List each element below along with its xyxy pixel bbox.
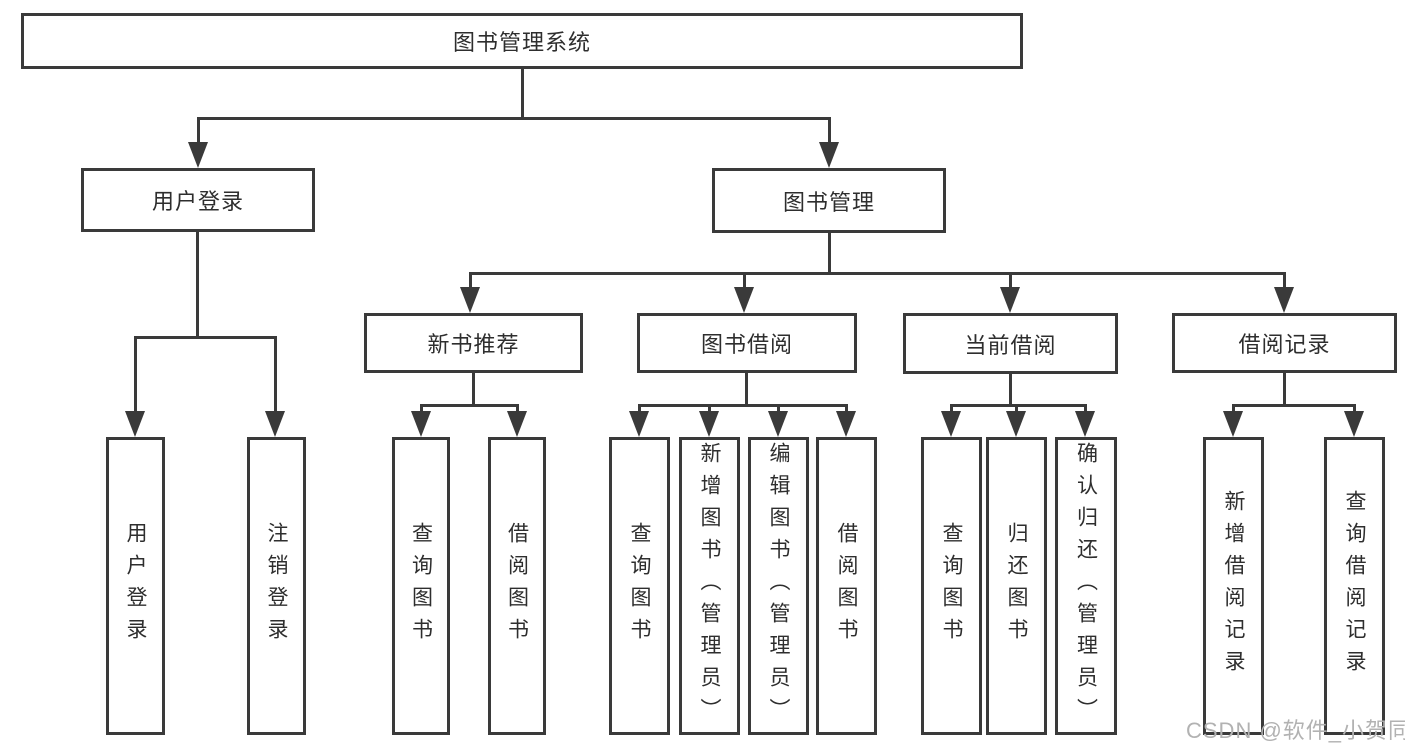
csdn-watermark: CSDN @软件_小贺同学	[1186, 718, 1405, 743]
leaf-query-books-recommend: 查询图书	[392, 437, 450, 735]
arrowhead-down-icon	[819, 142, 839, 168]
leaf-add-borrow-record: 新增借阅记录	[1203, 437, 1264, 735]
leaf-edit-book-admin: 编辑图书（管理员）	[748, 437, 809, 735]
leaf-logout: 注销登录	[247, 437, 306, 735]
leaf-label: 新增借阅记录	[1222, 490, 1245, 682]
connector-line	[197, 117, 831, 120]
node-current-borrowing: 当前借阅	[903, 313, 1118, 374]
leaf-borrow-books: 借阅图书	[816, 437, 877, 735]
connector-line	[1015, 404, 1018, 413]
arrowhead-down-icon	[411, 411, 431, 437]
arrowhead-down-icon	[1274, 287, 1294, 313]
arrowhead-down-icon	[1223, 411, 1243, 437]
leaf-label: 借阅图书	[505, 522, 529, 650]
leaf-label: 用户登录	[124, 522, 147, 650]
arrowhead-down-icon	[1000, 287, 1020, 313]
arrowhead-down-icon	[629, 411, 649, 437]
connector-line	[950, 404, 1087, 407]
connector-line	[1084, 404, 1087, 413]
leaf-query-borrow-record: 查询借阅记录	[1324, 437, 1385, 735]
leaf-borrow-books-recommend: 借阅图书	[488, 437, 546, 735]
leaf-label: 查询借阅记录	[1343, 490, 1366, 682]
connector-line	[469, 272, 1286, 275]
node-label: 图书管理系统	[452, 30, 591, 55]
connector-line	[708, 404, 711, 413]
node-book-borrowing: 图书借阅	[637, 313, 857, 373]
node-label: 当前借阅	[964, 332, 1057, 358]
arrowhead-down-icon	[1006, 411, 1026, 437]
leaf-label: 借阅图书	[835, 522, 858, 650]
connector-line	[420, 404, 519, 407]
leaf-label: 查询图书	[628, 522, 651, 650]
arrowhead-down-icon	[507, 411, 527, 437]
connector-line	[516, 404, 519, 413]
node-borrow-records: 借阅记录	[1172, 313, 1397, 373]
arrowhead-down-icon	[1075, 411, 1095, 437]
node-label: 借阅记录	[1238, 332, 1331, 357]
node-label: 图书管理	[782, 189, 875, 215]
node-label: 新书推荐	[427, 332, 520, 357]
connector-line	[274, 336, 277, 413]
node-new-book-recommend: 新书推荐	[364, 313, 583, 373]
node-user-login: 用户登录	[81, 168, 315, 232]
leaf-return-book: 归还图书	[986, 437, 1047, 735]
connector-line	[134, 336, 137, 413]
connector-line	[1232, 404, 1356, 407]
leaf-label: 查询图书	[409, 522, 433, 650]
leaf-label: 注销登录	[265, 522, 288, 650]
leaf-query-books-borrowing: 查询图书	[609, 437, 670, 735]
arrowhead-down-icon	[188, 142, 208, 168]
node-book-management: 图书管理	[712, 168, 946, 233]
connector-line	[745, 373, 748, 404]
leaf-query-books-current: 查询图书	[921, 437, 982, 735]
connector-line	[1009, 272, 1012, 288]
leaf-label: 确认归还（管理员）	[1074, 442, 1098, 730]
connector-line	[638, 404, 641, 413]
node-label: 用户登录	[151, 189, 244, 214]
arrowhead-down-icon	[699, 411, 719, 437]
connector-line	[1009, 374, 1012, 404]
connector-line	[420, 404, 423, 413]
leaf-add-book-admin: 新增图书（管理员）	[679, 437, 740, 735]
connector-line	[1353, 404, 1356, 413]
leaf-confirm-return-admin: 确认归还（管理员）	[1055, 437, 1117, 735]
connector-line	[196, 232, 199, 336]
connector-line	[1283, 272, 1286, 288]
arrowhead-down-icon	[768, 411, 788, 437]
connector-line	[845, 404, 848, 413]
leaf-user-login: 用户登录	[106, 437, 165, 735]
arrowhead-down-icon	[125, 411, 145, 437]
connector-line	[134, 336, 277, 339]
arrowhead-down-icon	[836, 411, 856, 437]
connector-line	[1232, 404, 1235, 413]
leaf-label: 查询图书	[940, 522, 963, 650]
connector-line	[469, 272, 472, 288]
leaf-label: 编辑图书（管理员）	[767, 442, 790, 730]
arrowhead-down-icon	[941, 411, 961, 437]
arrowhead-down-icon	[1344, 411, 1364, 437]
connector-line	[638, 404, 848, 407]
connector-line	[197, 117, 200, 145]
connector-line	[950, 404, 953, 413]
arrowhead-down-icon	[734, 287, 754, 313]
leaf-label: 归还图书	[1005, 522, 1028, 650]
connector-line	[472, 373, 475, 404]
arrowhead-down-icon	[460, 287, 480, 313]
leaf-label: 新增图书（管理员）	[698, 442, 721, 730]
connector-line	[743, 272, 746, 288]
connector-line	[777, 404, 780, 413]
node-root-library-system: 图书管理系统	[21, 13, 1023, 69]
arrowhead-down-icon	[265, 411, 285, 437]
connector-line	[521, 69, 524, 117]
connector-line	[828, 233, 831, 272]
connector-line	[828, 117, 831, 145]
node-label: 图书借阅	[700, 332, 793, 357]
connector-line	[1283, 373, 1286, 404]
